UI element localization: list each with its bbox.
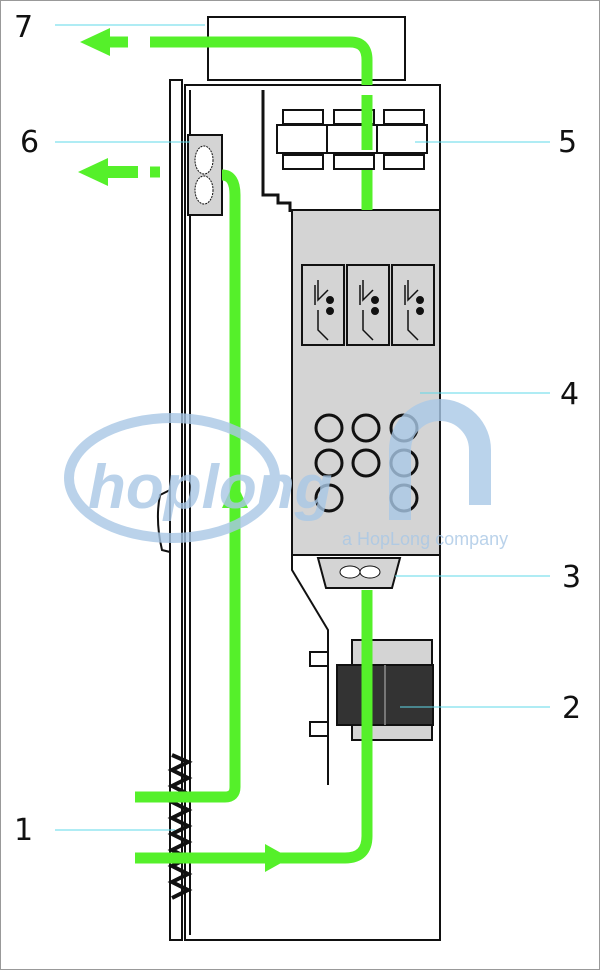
label-5: 5 xyxy=(558,125,577,160)
roof-fan-unit xyxy=(207,16,406,81)
heatsink-fan xyxy=(316,557,402,589)
airflow-top xyxy=(150,36,373,210)
watermark-brand: hoplong xyxy=(88,453,332,522)
airflow-door xyxy=(135,169,241,803)
airflow-arrows xyxy=(78,28,290,872)
watermark: hoplong a HopLong company xyxy=(64,399,508,549)
arrow-up-icon xyxy=(222,480,248,508)
arrow-left-shaft xyxy=(108,166,138,178)
airflow xyxy=(110,36,373,864)
mounting-rail xyxy=(291,555,329,785)
watermark-tagline: a HopLong company xyxy=(342,529,508,549)
arrow-left-icon xyxy=(80,28,110,56)
airflow-dash xyxy=(110,36,160,178)
label-4: 4 xyxy=(560,377,579,412)
label-2: 2 xyxy=(562,691,581,726)
partition xyxy=(261,90,292,212)
watermark-ellipse xyxy=(64,413,280,543)
cabinet xyxy=(156,16,441,941)
arrow-right-icon xyxy=(265,844,290,872)
watermark-logo-mark xyxy=(389,399,491,520)
door-filter xyxy=(167,753,193,900)
label-7: 7 xyxy=(14,10,33,45)
input-modules xyxy=(276,109,428,170)
label-3: 3 xyxy=(562,560,581,595)
door-fan xyxy=(187,134,223,216)
label-1: 1 xyxy=(14,813,33,848)
door-handle xyxy=(156,489,171,553)
arrow-left-icon xyxy=(78,158,108,186)
leader-lines xyxy=(55,24,550,831)
label-6: 6 xyxy=(20,125,39,160)
airflow-lower xyxy=(135,590,373,864)
cabinet-door xyxy=(169,79,183,941)
